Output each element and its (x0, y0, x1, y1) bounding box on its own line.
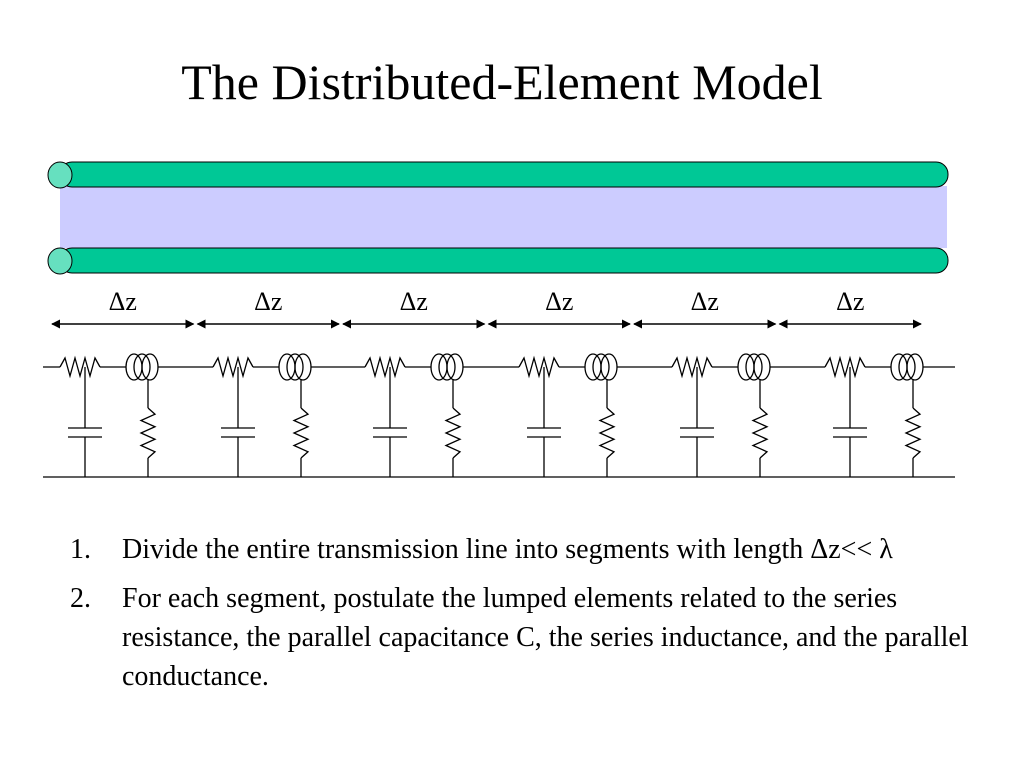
series-resistor (59, 355, 101, 379)
shunt-capacitor (68, 367, 102, 477)
step-number: 2. (70, 583, 91, 614)
series-resistor (212, 355, 254, 379)
lumped-circuit-model (43, 353, 955, 478)
series-resistor (824, 355, 866, 379)
series-inductor (584, 353, 618, 381)
dielectric-region (60, 186, 947, 248)
bottom-conductor-end (47, 247, 73, 275)
series-inductor (278, 353, 312, 381)
segment-label: Δz (691, 287, 719, 316)
shunt-capacitor (527, 367, 561, 477)
series-inductor (890, 353, 924, 381)
segment-label: Δz (109, 287, 137, 316)
shunt-conductance (292, 379, 310, 477)
shunt-capacitor (680, 367, 714, 477)
step-number: 1. (70, 534, 91, 565)
segment-dimensions: Δz Δz Δz Δz Δz Δz (51, 287, 922, 329)
slide-title: The Distributed-Element Model (181, 54, 823, 110)
shunt-conductance (598, 379, 616, 477)
shunt-capacitor (221, 367, 255, 477)
segment-label: Δz (545, 287, 573, 316)
series-resistor (671, 355, 713, 379)
step-text: Divide the entire transmission line into… (122, 534, 893, 565)
shunt-conductance (751, 379, 769, 477)
step-text: For each segment, postulate the lumped e… (122, 583, 969, 692)
shunt-conductance (444, 379, 462, 477)
segment-label: Δz (400, 287, 428, 316)
segment-label: Δz (254, 287, 282, 316)
top-conductor (47, 161, 949, 189)
transmission-line-diagram: Δz Δz Δz Δz Δz Δz (43, 161, 955, 478)
shunt-conductance (904, 379, 922, 477)
bottom-conductor (47, 247, 949, 275)
shunt-capacitor (373, 367, 407, 477)
step-item: 1. Divide the entire transmission line i… (70, 530, 970, 569)
series-resistor (364, 355, 406, 379)
series-inductor (125, 353, 159, 381)
series-inductor (430, 353, 464, 381)
step-item: 2. For each segment, postulate the lumpe… (70, 579, 970, 696)
series-resistor (518, 355, 560, 379)
shunt-conductance (139, 379, 157, 477)
top-conductor-end (47, 161, 73, 189)
steps-list: 1. Divide the entire transmission line i… (70, 530, 970, 706)
segment-label: Δz (836, 287, 864, 316)
series-inductor (737, 353, 771, 381)
shunt-capacitor (833, 367, 867, 477)
